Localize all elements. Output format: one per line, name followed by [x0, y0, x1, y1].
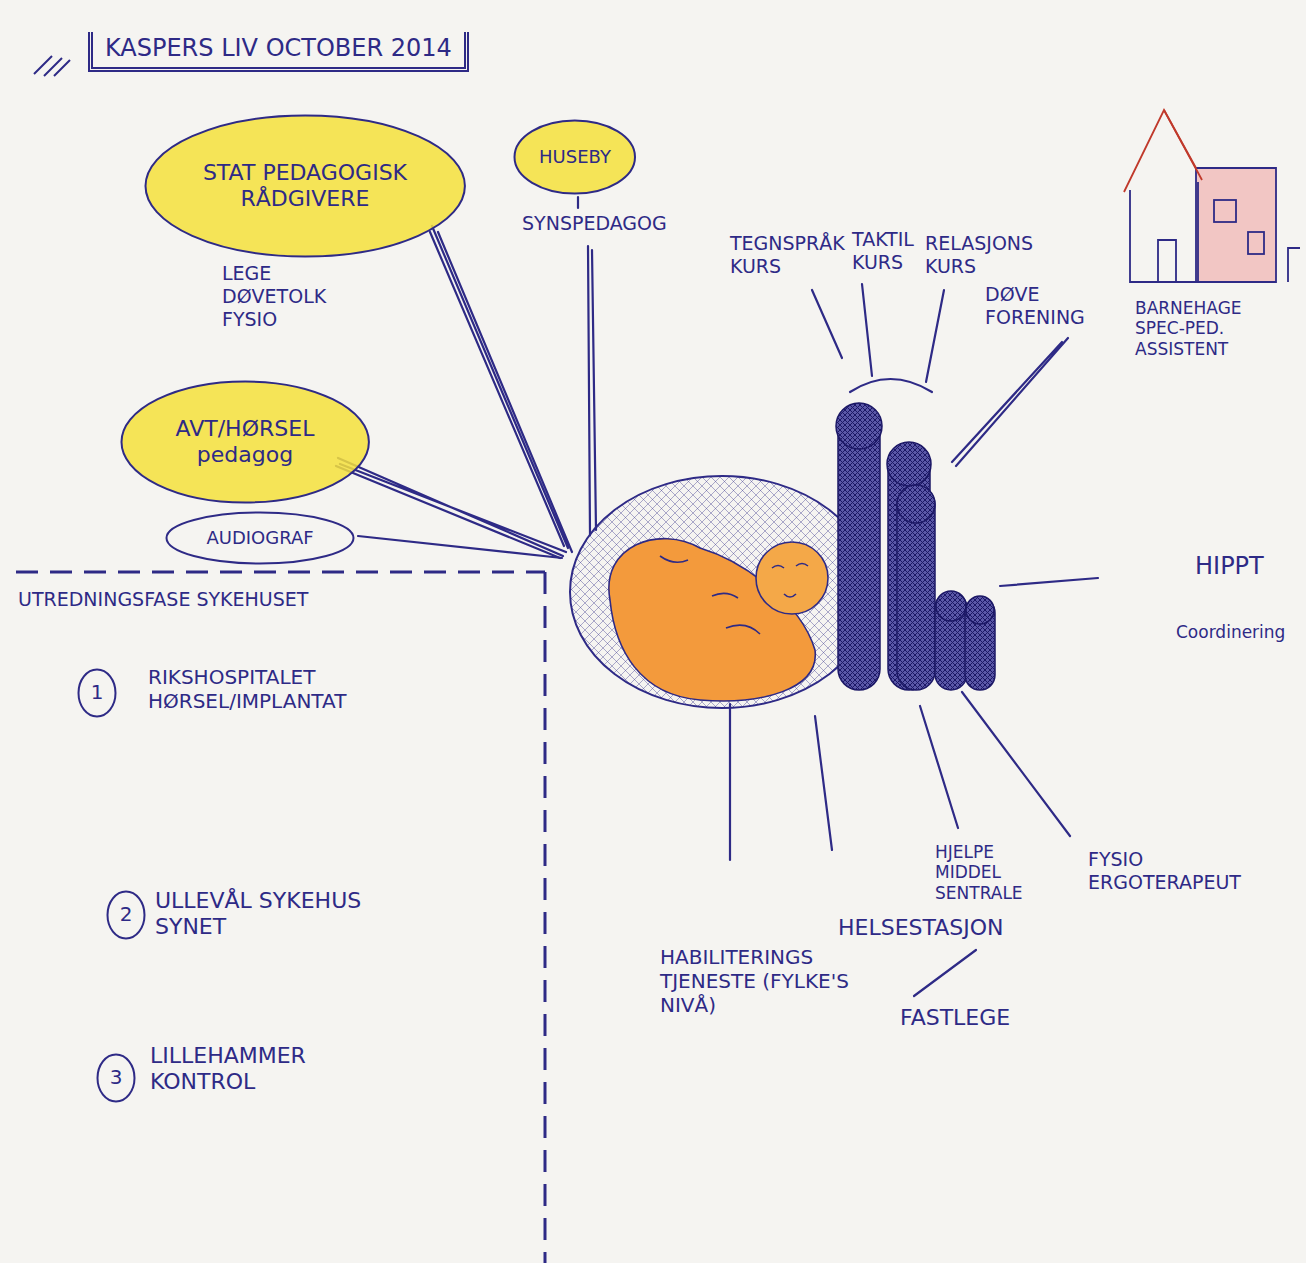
callout-number: 1	[77, 668, 117, 718]
coordination-label: HIPPT	[1195, 552, 1264, 581]
text-column: 3	[110, 1066, 123, 1090]
ellipse-shape	[167, 513, 354, 564]
callout-number: 3	[96, 1053, 136, 1103]
kindergarten-house	[1124, 110, 1300, 282]
coordination-label: Coordinering	[1176, 622, 1285, 642]
family-figures	[836, 403, 995, 690]
text-column: HUSEBY	[539, 146, 611, 167]
spoke-lines	[336, 197, 1098, 996]
node-text: 2	[120, 903, 133, 927]
course-label: TEGNSPRÅK KURS	[730, 232, 845, 278]
section-heading: UTREDNINGSFASE SYKEHUSET	[18, 588, 308, 611]
hospital-label: RIKSHOSPITALET HØRSEL/IMPLANTAT	[148, 665, 346, 713]
node-text: 3	[110, 1066, 123, 1090]
text-column: AUDIOGRAF	[206, 527, 313, 548]
margin-strokes	[34, 56, 70, 76]
ellipse-shape	[121, 382, 368, 503]
service-label: HJELPE MIDDEL SENTRALE	[935, 842, 1023, 903]
node-text-area: 2	[106, 890, 146, 940]
audiograf-ellipse: AUDIOGRAF	[165, 511, 355, 565]
hospital-label: LILLEHAMMER KONTROL	[150, 1043, 306, 1096]
hospital-label: ULLEVÅL SYKEHUS SYNET	[155, 888, 375, 941]
advisor-ellipse: STAT PEDAGOGISK RÅDGIVERE	[144, 114, 466, 258]
text-column: 1	[91, 681, 104, 705]
node-text: AUDIOGRAF	[206, 527, 313, 548]
course-label: RELASJONS KURS	[925, 232, 1033, 278]
node-text-area: AVT/HØRSEL pedagog	[120, 380, 370, 504]
service-label: HABILITERINGS TJENESTE (FYLKE'S NIVÅ)	[660, 945, 860, 1017]
service-label: HELSESTASJON	[838, 915, 1004, 941]
staff-list: LEGE DØVETOLK FYSIO	[222, 262, 326, 330]
node-text: STAT PEDAGOGISK RÅDGIVERE	[200, 160, 410, 212]
node-text-area: HUSEBY	[513, 119, 637, 195]
ellipse-shape	[79, 670, 116, 717]
text-column: AVT/HØRSEL pedagog	[165, 416, 325, 468]
text-column: STAT PEDAGOGISK RÅDGIVERE	[200, 160, 410, 212]
baby-figure	[609, 539, 828, 701]
node-text-area: STAT PEDAGOGISK RÅDGIVERE	[144, 114, 466, 258]
ellipse-shape	[515, 121, 636, 194]
text-column: 2	[120, 903, 133, 927]
title: KASPERS LIV OCTOBER 2014	[88, 32, 469, 72]
service-label: FYSIO ERGOTERAPEUT	[1088, 848, 1241, 894]
ellipse-shape	[98, 1055, 135, 1102]
service-label: FASTLEGE	[900, 1005, 1010, 1031]
ellipse-shape	[145, 116, 464, 257]
family-circle	[570, 476, 874, 708]
node-text: 1	[91, 681, 104, 705]
huseby-ellipse: HUSEBY	[513, 119, 637, 195]
node-text-area: 3	[96, 1053, 136, 1103]
node-text: AVT/HØRSEL pedagog	[165, 416, 325, 468]
role-label: SYNSPEDAGOG	[522, 212, 667, 235]
association-label: DØVE FORENING	[985, 283, 1085, 329]
node-text: HUSEBY	[539, 146, 611, 167]
section-dividers	[16, 572, 545, 1263]
node-text-area: 1	[77, 668, 117, 718]
course-label: TAKTIL KURS	[852, 228, 914, 274]
pedagog-ellipse: AVT/HØRSEL pedagog	[120, 380, 370, 504]
kindergarten-label: BARNEHAGE SPEC-PED. ASSISTENT	[1135, 298, 1265, 359]
node-text-area: AUDIOGRAF	[165, 511, 355, 565]
callout-number: 2	[106, 890, 146, 940]
ellipse-shape	[108, 892, 145, 939]
